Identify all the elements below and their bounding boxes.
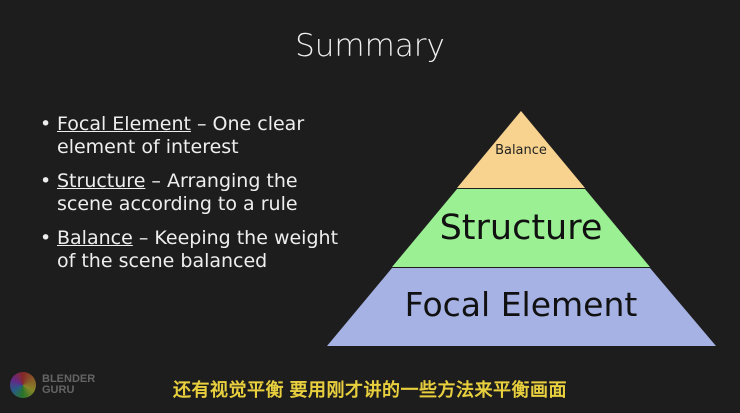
pyramid-label-focal-element: Focal Element [405,285,638,324]
logo-text: GURU [42,384,75,396]
bullet-item: Balance – Keeping the weight of the scen… [40,227,340,273]
pyramid-tier-balance [457,111,585,188]
bullet-term: Balance [57,227,133,249]
bullet-item: Focal Element – One clear element of int… [40,113,340,159]
pyramid-label-structure: Structure [440,208,603,248]
bullet-text: – One clear element of interest [57,113,305,158]
bullet-list: Focal Element – One clear element of int… [40,113,340,284]
subtitle-caption: 还有视觉平衡 要用刚才讲的一些方法来平衡画面 [173,380,567,400]
bullet-text: – Keeping the weight of the scene balanc… [57,227,339,272]
pyramid-tier-structure [392,189,650,267]
pyramid-tier-focal-element [327,268,716,346]
logo-icon [10,372,36,398]
slide-title: Summary [295,28,445,64]
bullet-text: – Arranging the scene according to a rul… [57,170,298,215]
bullet-term: Focal Element [57,113,191,135]
logo-text: BLENDER [42,373,96,385]
bullet-item: Structure – Arranging the scene accordin… [40,170,340,216]
pyramid-label-balance: Balance [495,143,547,158]
bullet-term: Structure [57,170,146,192]
